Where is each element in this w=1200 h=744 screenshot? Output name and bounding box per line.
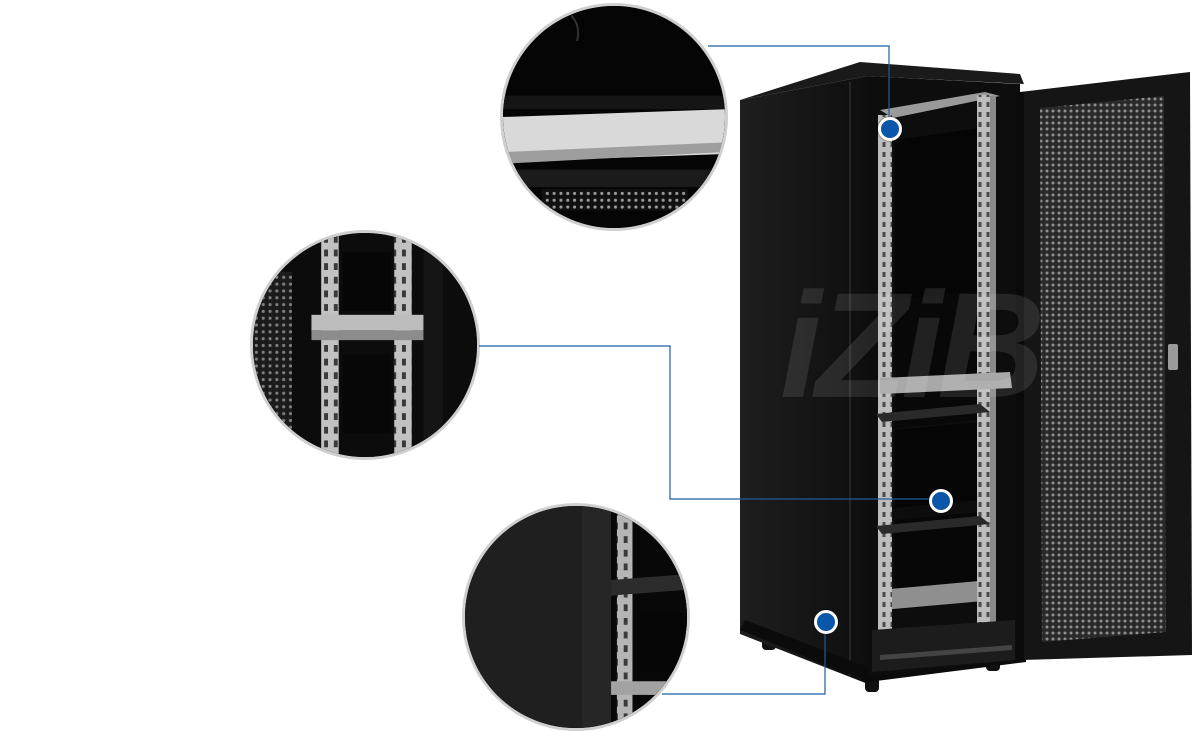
hotspot-mounting-rails[interactable]	[929, 489, 953, 513]
side-panel-closeup	[465, 506, 687, 728]
mounting-rails-closeup	[253, 233, 477, 457]
perforated-front-door	[1016, 72, 1192, 660]
hotspot-side-panel[interactable]	[814, 610, 838, 634]
zoom-circle-side-panel	[462, 503, 690, 731]
top-fan-closeup	[503, 6, 725, 228]
cabinet-side-panel	[740, 76, 868, 684]
zoom-circle-mounting-rails	[250, 230, 480, 460]
hotspot-top-fan[interactable]	[878, 117, 902, 141]
cabinet-top	[740, 62, 1024, 100]
zoom-circle-top-fan	[500, 3, 728, 231]
